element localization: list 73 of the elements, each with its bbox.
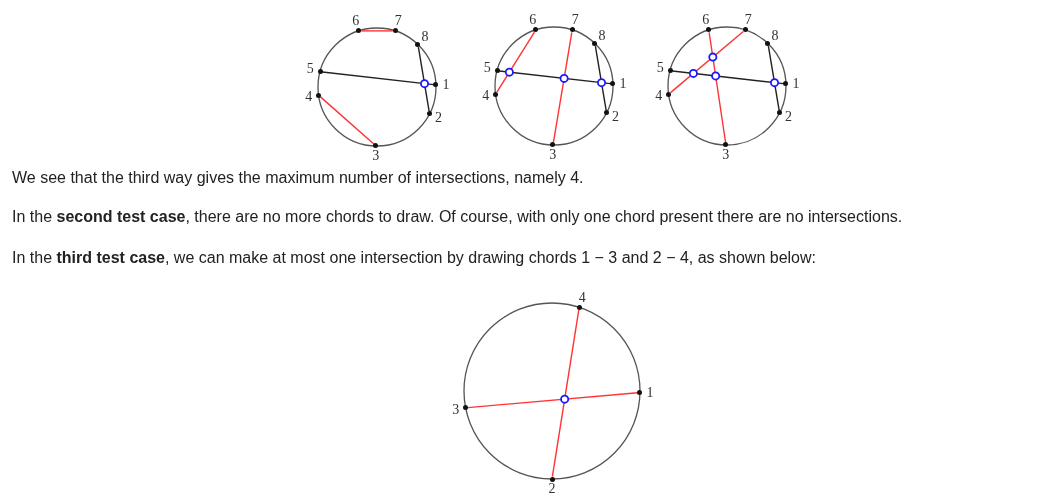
chord-line	[594, 45, 607, 111]
point-dot	[533, 27, 539, 33]
point-dot	[576, 304, 582, 310]
point-dot	[493, 91, 499, 97]
point-dot	[494, 68, 500, 74]
point-dot	[637, 390, 643, 396]
point-dot	[706, 27, 712, 33]
point-number: 5	[656, 61, 664, 76]
point-number: 2	[611, 110, 619, 125]
point-number: 5	[306, 62, 314, 77]
point-number: 2	[548, 482, 556, 496]
point-number: 7	[744, 13, 752, 28]
point-dot	[373, 143, 379, 149]
chord-line	[708, 31, 727, 144]
point-dot	[667, 68, 673, 74]
point-number: 8	[771, 29, 779, 44]
chord-line	[496, 31, 536, 93]
point-number: 1	[619, 76, 627, 91]
paragraph-text: In the third test case, we can make at most one intersection by drawing chords 1 − 3 and 2 − 4, as shown below:	[12, 248, 816, 268]
paragraph-text: In the second test case, there are no more chords to draw. Of course, with only one chord present there are no intersections.	[12, 207, 903, 227]
chord-line	[321, 71, 435, 86]
point-number: 5	[483, 61, 491, 76]
point-dot	[783, 81, 789, 87]
point-number: 7	[571, 13, 579, 28]
point-number: 2	[434, 111, 442, 126]
point-number: 6	[702, 13, 710, 28]
point-dot	[356, 28, 362, 34]
point-number: 3	[452, 402, 460, 417]
point-dot	[415, 42, 421, 48]
point-dot	[610, 81, 616, 87]
point-dot	[723, 142, 729, 148]
point-number: 1	[646, 385, 654, 400]
point-dot	[463, 405, 469, 411]
point-number: 3	[549, 148, 557, 162]
point-number: 3	[722, 148, 730, 162]
point-dot	[550, 142, 556, 148]
point-dot	[592, 41, 598, 47]
point-number: 6	[352, 14, 360, 29]
point-dot	[742, 27, 748, 33]
chord-line	[767, 45, 780, 111]
point-dot	[666, 91, 672, 97]
point-number: 4	[655, 88, 663, 103]
chord-line	[467, 392, 639, 409]
point-number: 1	[442, 77, 450, 92]
point-number: 7	[394, 14, 402, 29]
point-dot	[392, 28, 398, 34]
point-dot	[549, 476, 555, 482]
point-dot	[316, 92, 322, 98]
point-dot	[765, 41, 771, 47]
point-number: 8	[598, 29, 606, 44]
point-number: 2	[784, 110, 792, 125]
point-number: 4	[578, 290, 586, 305]
point-dot	[569, 27, 575, 33]
point-number: 1	[792, 76, 800, 91]
point-dot	[777, 110, 783, 116]
point-number: 8	[421, 30, 429, 45]
chord-line	[360, 30, 394, 32]
chord-line	[551, 309, 580, 478]
chord-line	[417, 46, 430, 112]
point-number: 4	[305, 89, 313, 104]
chord-line	[671, 70, 785, 85]
chord-line	[669, 30, 745, 94]
point-number: 6	[529, 13, 537, 28]
point-number: 4	[482, 88, 490, 103]
paragraph-text: We see that the third way gives the maximum number of intersections, namely 4.	[12, 168, 584, 188]
chord-line	[498, 70, 612, 85]
point-number: 3	[372, 149, 380, 163]
chord-line	[552, 31, 573, 144]
point-dot	[317, 69, 323, 75]
point-dot	[433, 82, 439, 88]
point-dot	[604, 110, 610, 116]
chord-line	[319, 96, 375, 146]
point-dot	[427, 111, 433, 117]
